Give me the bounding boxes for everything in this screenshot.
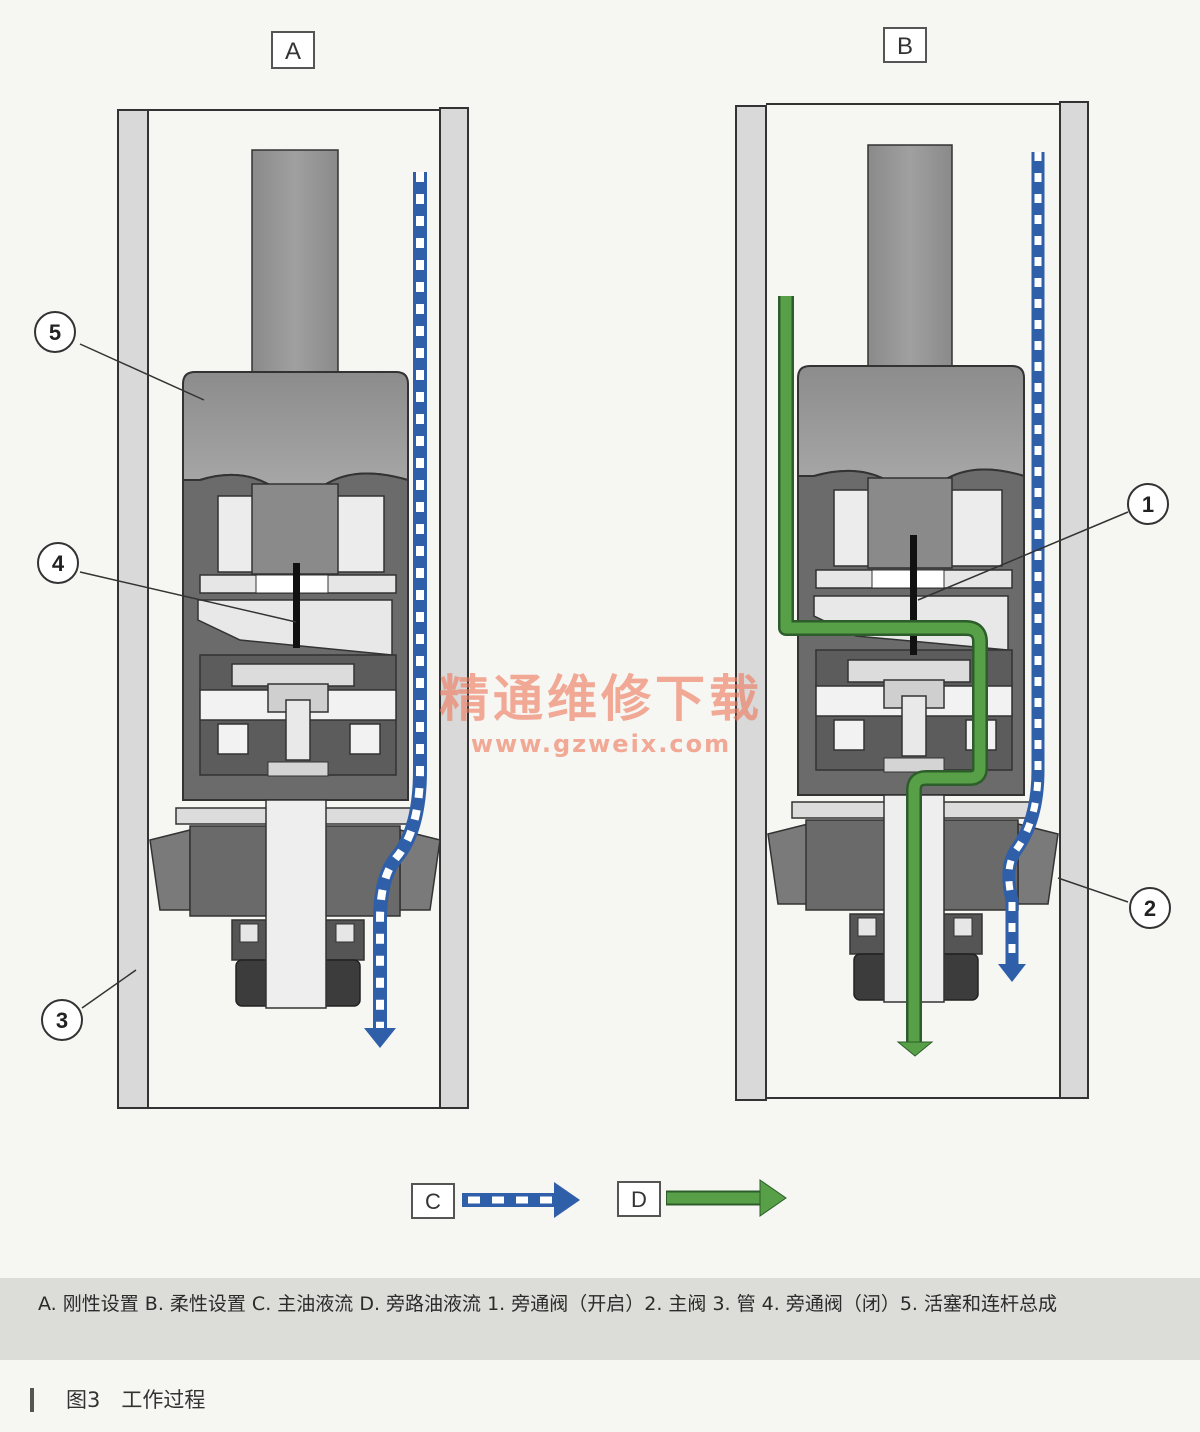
callout-5: 5 bbox=[34, 311, 205, 401]
svg-text:5: 5 bbox=[49, 320, 61, 345]
panel-b-label: B bbox=[897, 33, 913, 60]
panel-b-bypass-valve-open bbox=[910, 535, 917, 655]
caption: A. 刚性设置 B. 柔性设置 C. 主油液流 D. 旁路油液流 1. 旁通阀（… bbox=[0, 1278, 1200, 1360]
shock-absorber-diagram: A bbox=[34, 27, 1171, 1219]
figure-title: 图3 工作过程 bbox=[66, 1388, 206, 1412]
svg-text:4: 4 bbox=[52, 551, 65, 576]
panel-b-piston-rod bbox=[867, 144, 953, 371]
panel-b-bypass-flow-arrow bbox=[778, 296, 988, 1057]
panel-b: B bbox=[735, 27, 1171, 1101]
figure-marker bbox=[30, 1388, 34, 1412]
legend-bypass-flow: D bbox=[617, 1179, 787, 1217]
panel-a-valve-body bbox=[149, 472, 441, 1009]
panel-a: A bbox=[34, 31, 469, 1109]
svg-text:1: 1 bbox=[1142, 492, 1154, 517]
panel-a-main-flow-arrow bbox=[364, 172, 427, 1048]
legend-c-label: C bbox=[425, 1189, 441, 1214]
panel-b-main-flow-arrow bbox=[998, 152, 1045, 982]
legend-d-label: D bbox=[631, 1187, 647, 1212]
panel-a-bypass-valve-closed bbox=[293, 563, 300, 648]
callout-4: 4 bbox=[37, 542, 297, 623]
legend-main-flow: C bbox=[411, 1182, 580, 1219]
callout-1: 1 bbox=[917, 483, 1169, 601]
callout-2: 2 bbox=[1057, 877, 1171, 929]
callout-3: 3 bbox=[41, 969, 137, 1041]
panel-a-label: A bbox=[285, 38, 301, 65]
svg-text:3: 3 bbox=[56, 1008, 68, 1033]
panel-b-label-box: B bbox=[883, 27, 927, 63]
panel-a-label-box: A bbox=[271, 31, 315, 69]
panel-b-tube bbox=[735, 101, 1089, 1101]
panel-a-piston-rod bbox=[251, 149, 339, 376]
panel-a-tube bbox=[117, 107, 469, 1109]
svg-text:2: 2 bbox=[1144, 896, 1156, 921]
